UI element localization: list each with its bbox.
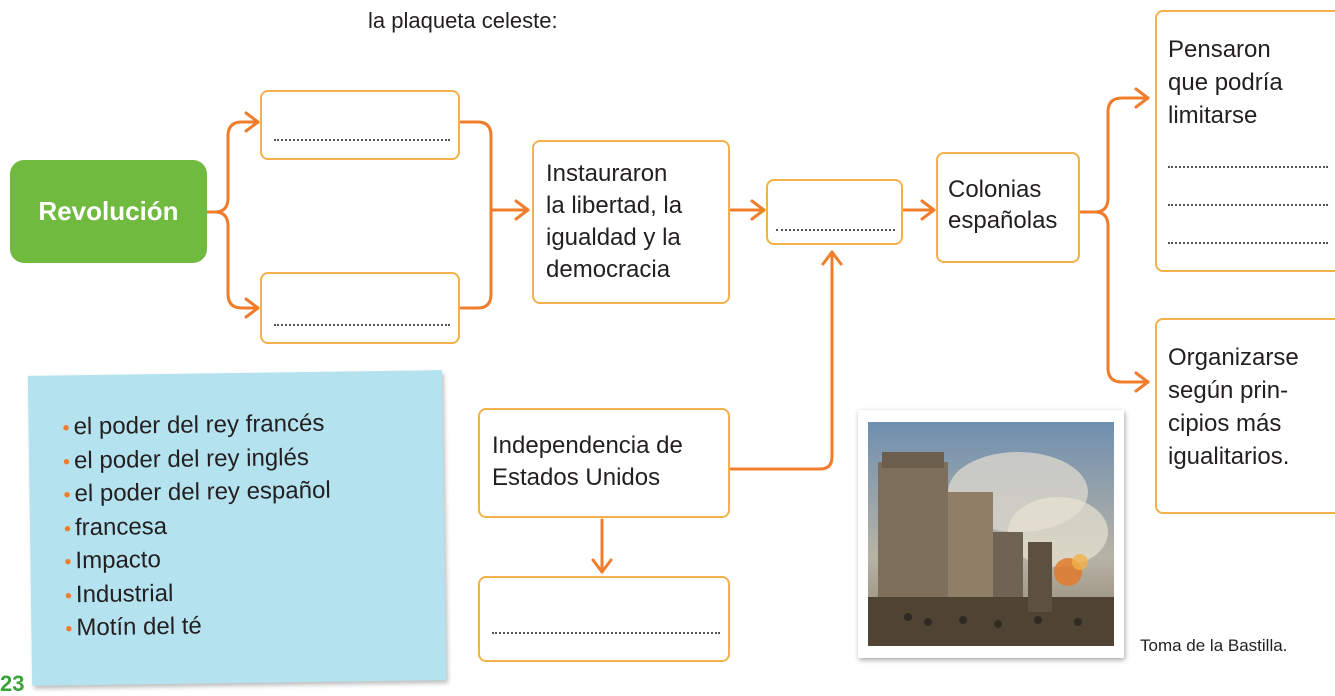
bastille-painting (858, 410, 1124, 658)
word-bank-list: •el poder del rey francés •el poder del … (62, 408, 332, 646)
word-bank-item: •francesa (63, 512, 168, 541)
answer-line[interactable] (776, 229, 895, 231)
bullet-icon: • (62, 450, 71, 473)
instauraron-box (532, 140, 730, 304)
word-bank-item: •el poder del rey español (63, 476, 331, 508)
blank-box-bottom[interactable] (260, 272, 460, 344)
answer-line[interactable] (492, 632, 720, 634)
word-bank-item: •el poder del rey francés (62, 409, 325, 441)
organizarse-box (1155, 318, 1335, 514)
bastille-painting-image (868, 422, 1114, 646)
answer-line[interactable] (274, 139, 450, 141)
independencia-text: Independencia de Estados Unidos (492, 432, 683, 491)
instruction-text: la plaqueta celeste: (368, 8, 558, 33)
revolution-box: Revolución (10, 160, 207, 263)
independencia-box (478, 408, 730, 518)
blank-box-top[interactable] (260, 90, 460, 160)
colonias-text: Colonias españolas (948, 176, 1058, 234)
word-bank-item: •Impacto (64, 546, 162, 575)
answer-line[interactable] (1168, 204, 1328, 206)
organizarse-text: Organizarse según prin- cipios más igual… (1168, 344, 1299, 470)
page-number: 23 (0, 671, 25, 696)
word-bank-item: •Industrial (64, 579, 174, 608)
bullet-icon: • (63, 517, 72, 540)
blank-box-lower[interactable] (478, 576, 730, 662)
pensaron-text: Pensaron que podría limitarse (1168, 36, 1283, 129)
bullet-icon: • (63, 484, 71, 507)
answer-line[interactable] (1168, 242, 1328, 244)
word-bank: •el poder del rey francés •el poder del … (27, 370, 447, 686)
answer-line[interactable] (1168, 166, 1328, 168)
blank-box-middle[interactable] (766, 179, 903, 245)
word-bank-item: •Motín del té (65, 612, 202, 642)
answer-line[interactable] (274, 324, 450, 326)
bullet-icon: • (64, 584, 73, 607)
colonias-box (936, 152, 1080, 263)
word-bank-item: •el poder del rey inglés (62, 443, 310, 474)
instauraron-text: Instauraron la libertad, la igualdad y l… (546, 160, 683, 283)
bullet-icon: • (64, 551, 72, 574)
pensaron-box (1155, 10, 1335, 272)
bullet-icon: • (65, 618, 73, 641)
bullet-icon: • (62, 417, 70, 440)
photo-caption: Toma de la Bastilla. (1140, 636, 1288, 655)
